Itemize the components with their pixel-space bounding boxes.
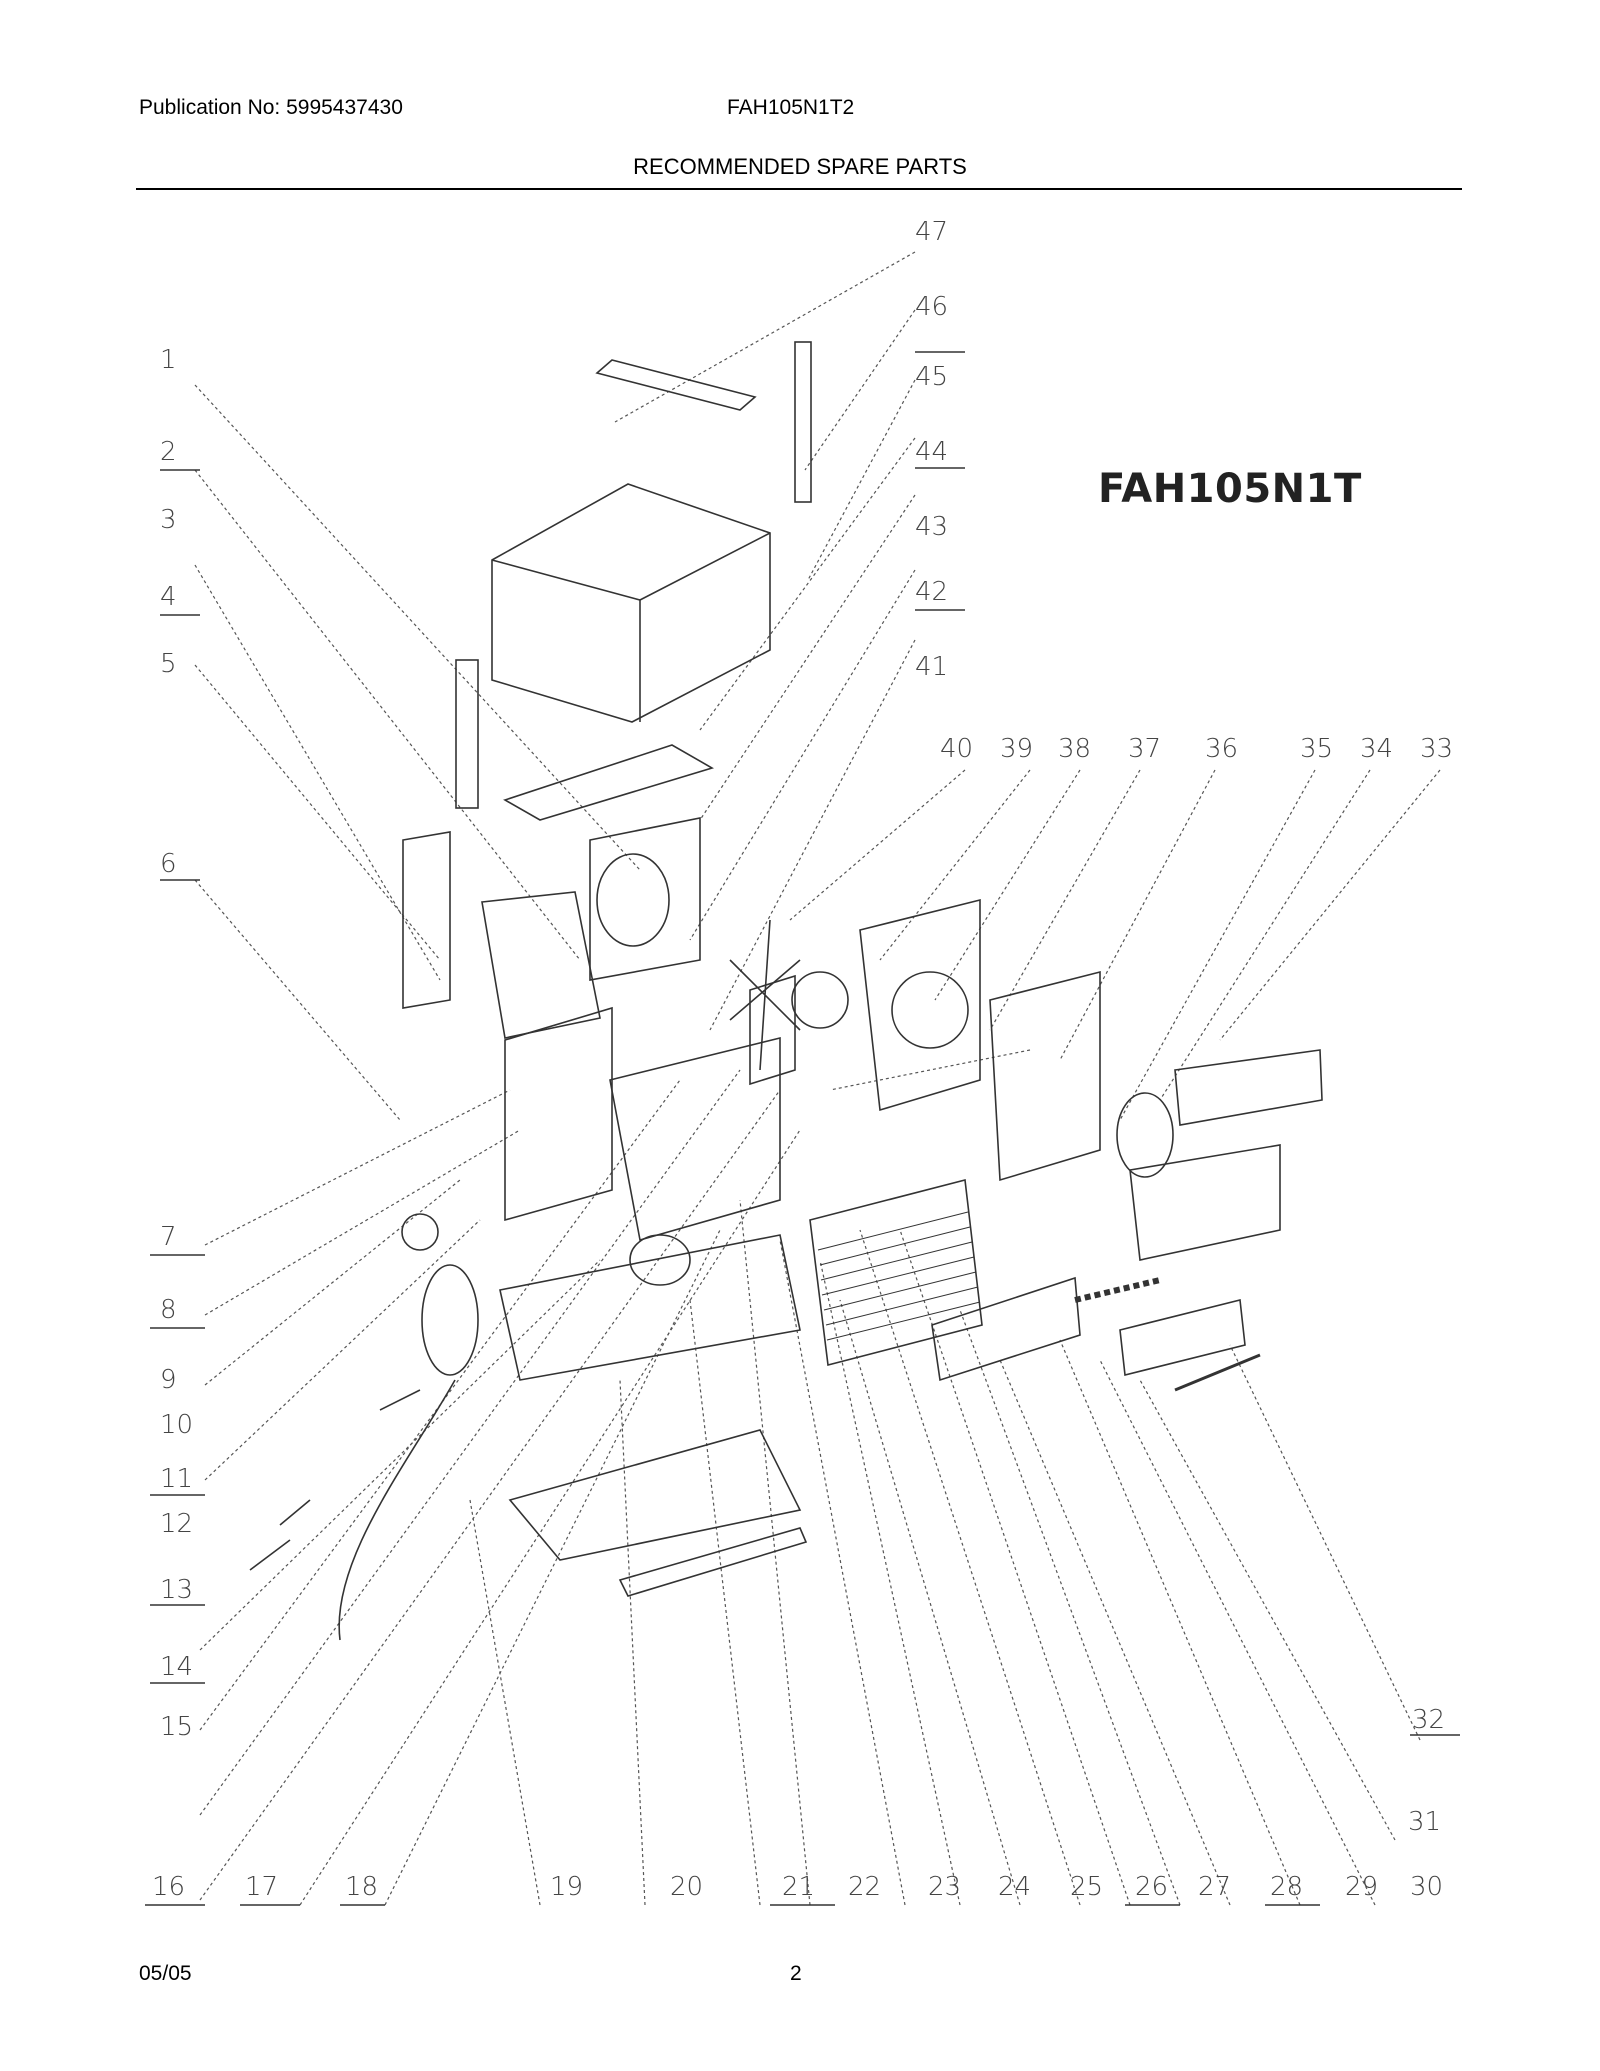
callout-17: 17 bbox=[245, 1872, 278, 1902]
condenser-shroud bbox=[481, 891, 601, 1039]
callout-43: 43 bbox=[915, 512, 948, 542]
callout-29: 29 bbox=[1345, 1872, 1378, 1902]
callout-36: 36 bbox=[1205, 734, 1238, 764]
callout-35: 35 bbox=[1300, 734, 1333, 764]
callout-23: 23 bbox=[928, 1872, 961, 1902]
callout-28: 28 bbox=[1270, 1872, 1303, 1902]
callout-31: 31 bbox=[1408, 1807, 1441, 1837]
callout-22: 22 bbox=[848, 1872, 881, 1902]
callout-19: 19 bbox=[550, 1872, 583, 1902]
callout-26: 26 bbox=[1135, 1872, 1168, 1902]
callout-7: 7 bbox=[160, 1222, 177, 1252]
fan-motor bbox=[791, 971, 849, 1029]
page-number: 2 bbox=[790, 1962, 802, 1985]
callout-32: 32 bbox=[1412, 1705, 1445, 1735]
base-pan-upper bbox=[499, 1234, 801, 1381]
callout-42: 42 bbox=[915, 577, 948, 607]
callout-14: 14 bbox=[160, 1652, 193, 1682]
rail-bottom bbox=[618, 1527, 808, 1597]
blower-panel bbox=[859, 898, 981, 1112]
callout-40: 40 bbox=[940, 734, 973, 764]
footer-date: 05/05 bbox=[139, 1962, 192, 1985]
header-rule bbox=[136, 188, 1462, 190]
power-cord bbox=[338, 1379, 456, 1641]
page-title: RECOMMENDED SPARE PARTS bbox=[633, 154, 967, 179]
callout-11: 11 bbox=[160, 1464, 193, 1494]
front-grille bbox=[809, 1178, 983, 1367]
spring-coil bbox=[1074, 1277, 1161, 1303]
callout-6: 6 bbox=[160, 849, 177, 879]
callout-4: 4 bbox=[160, 582, 177, 612]
callout-16: 16 bbox=[152, 1872, 185, 1902]
base-pan bbox=[508, 1429, 802, 1561]
callout-10: 10 bbox=[160, 1410, 193, 1440]
callout-20: 20 bbox=[670, 1872, 703, 1902]
condenser-coil bbox=[504, 1006, 613, 1222]
filter bbox=[931, 1276, 1081, 1382]
bracket-left bbox=[455, 659, 479, 809]
callout-labels: 47 46 45 44 43 42 41 40 39 38 37 36 35 3… bbox=[152, 217, 1453, 1902]
callout-34: 34 bbox=[1360, 734, 1393, 764]
callout-3: 3 bbox=[160, 505, 177, 535]
fan-blade bbox=[729, 919, 801, 1071]
scroll-housing bbox=[989, 970, 1101, 1182]
callout-24: 24 bbox=[998, 1872, 1031, 1902]
grille-slats bbox=[817, 1211, 981, 1341]
callout-41: 41 bbox=[915, 652, 948, 682]
callout-15: 15 bbox=[160, 1712, 193, 1742]
callout-38: 38 bbox=[1058, 734, 1091, 764]
callout-1: 1 bbox=[160, 345, 177, 375]
side-bracket bbox=[794, 341, 812, 503]
partition bbox=[589, 817, 701, 981]
top-cover-plate bbox=[503, 744, 715, 821]
callout-44: 44 bbox=[915, 437, 948, 467]
callout-18: 18 bbox=[345, 1872, 378, 1902]
callout-12: 12 bbox=[160, 1509, 193, 1539]
tubes bbox=[249, 1389, 421, 1571]
evaporator-coil bbox=[609, 1036, 781, 1242]
callout-5: 5 bbox=[160, 649, 177, 679]
part-drawings bbox=[249, 341, 1323, 1641]
louver bbox=[1119, 1299, 1246, 1376]
grille-left bbox=[402, 831, 451, 1009]
cabinet-wrapper bbox=[491, 483, 771, 723]
callout-8: 8 bbox=[160, 1295, 177, 1325]
air-duct-top bbox=[1174, 1049, 1323, 1126]
louver-shaft bbox=[1174, 1353, 1261, 1392]
callout-underlines bbox=[145, 351, 1460, 1906]
callout-37: 37 bbox=[1128, 734, 1161, 764]
callout-30: 30 bbox=[1410, 1872, 1443, 1902]
callout-9: 9 bbox=[160, 1365, 177, 1395]
blower-wheel bbox=[1116, 1092, 1174, 1178]
callout-2: 2 bbox=[160, 437, 177, 467]
callout-27: 27 bbox=[1198, 1872, 1231, 1902]
callout-39: 39 bbox=[1000, 734, 1033, 764]
callout-13: 13 bbox=[160, 1575, 193, 1605]
top-rail bbox=[595, 359, 757, 411]
callout-33: 33 bbox=[1420, 734, 1453, 764]
model-number: FAH105N1T2 bbox=[727, 96, 855, 119]
callout-21: 21 bbox=[782, 1872, 815, 1902]
air-duct-bottom bbox=[1129, 1144, 1281, 1261]
callout-25: 25 bbox=[1070, 1872, 1103, 1902]
diagram-model-label: FAH105N1T bbox=[1098, 466, 1362, 512]
publication-number: Publication No: 5995437430 bbox=[139, 96, 403, 119]
leader-lines bbox=[194, 251, 1441, 1906]
callout-47: 47 bbox=[915, 217, 948, 247]
compressor bbox=[421, 1264, 479, 1376]
callout-46: 46 bbox=[915, 292, 948, 322]
callout-45: 45 bbox=[915, 362, 948, 392]
